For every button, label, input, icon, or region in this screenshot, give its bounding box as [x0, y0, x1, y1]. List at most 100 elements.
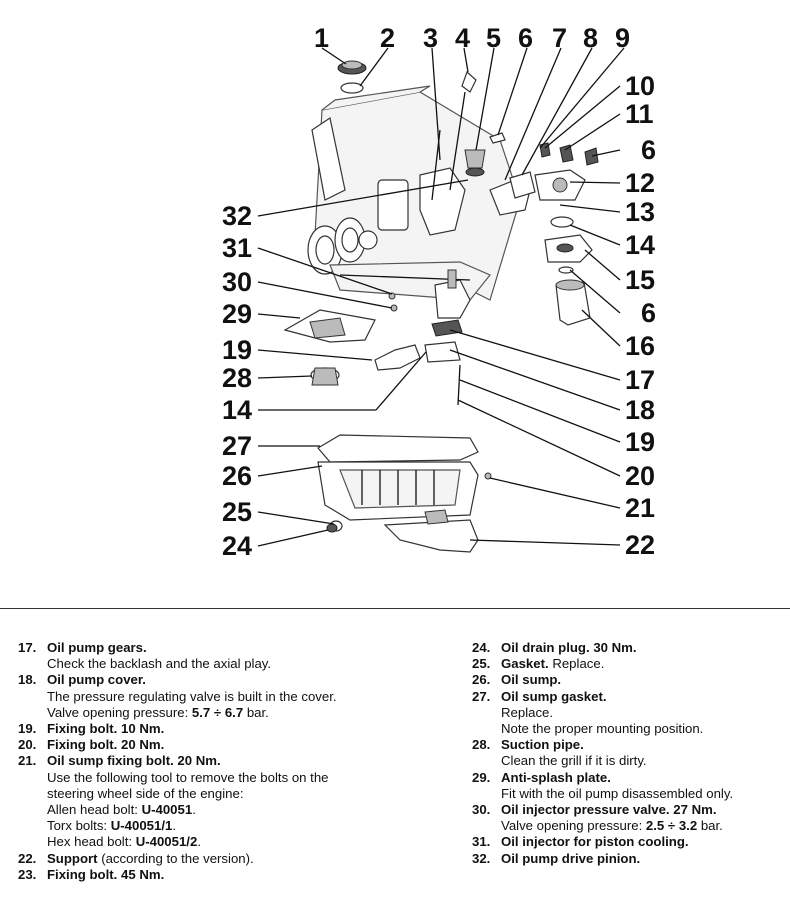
support-bracket: [383, 509, 479, 553]
callout-16: 16: [625, 331, 655, 361]
legend-note-text: Torx bolts:: [47, 818, 111, 834]
pump-bolt: [457, 364, 461, 406]
legend-item: 17.Oil pump gears.Check the backlash and…: [18, 640, 438, 672]
anti-splash-plate: [283, 309, 376, 343]
oil-cooler: [544, 234, 593, 263]
legend-item-number: 26.: [472, 672, 491, 688]
callout-13: 13: [625, 197, 655, 227]
legend-note-text: Valve opening pressure:: [47, 704, 192, 720]
callout-31: 31: [222, 233, 252, 263]
filter-bracket-bolt: [509, 171, 536, 199]
callout-9: 9: [615, 23, 630, 53]
oil-filter-head: [534, 142, 599, 201]
legend-item-number: 20.: [18, 737, 37, 753]
legend-item-note: Hex head bolt: U-40051/2.: [47, 834, 438, 850]
legend-item-number: 19.: [18, 721, 37, 737]
legend-item-heading: Fixing bolt. 20 Nm.: [47, 737, 438, 753]
legend-item-heading: Suction pipe.: [501, 737, 790, 753]
legend-item-number: 27.: [472, 688, 491, 704]
legend-note-value: 2.5 ÷ 3.2: [645, 818, 698, 834]
legend-item-suffix: Replace.: [548, 656, 605, 672]
exploded-view-diagram: 1 2 3 4 5 6 7 8 9 10 11 6 12 13 14 15 6 …: [222, 23, 656, 561]
legend-item-heading: Support (according to the version).: [47, 851, 438, 867]
legend-item-heading: Gasket. Replace.: [501, 656, 790, 672]
legend-item-body: Support (according to the version).: [47, 851, 438, 867]
callout-14-left: 14: [222, 395, 252, 425]
legend-item-body: Oil pump cover.The pressure regulating v…: [47, 672, 438, 721]
legend-item: 30. Oil injector pressure valve. 27 Nm.Va…: [472, 802, 790, 834]
oil-filler-cap: [337, 60, 367, 75]
callout-10: 10: [625, 71, 655, 101]
legend-note-after: .: [197, 834, 201, 850]
legend-note-value: U-40051/1: [110, 818, 173, 834]
engine-block: [307, 85, 531, 301]
leader-lines: [257, 47, 625, 547]
legend-item-number: 28.: [472, 737, 491, 753]
legend-item-title: Oil pump drive pinion.: [501, 850, 641, 866]
legend-item-body: Fixing bolt. 10 Nm.: [47, 721, 438, 737]
callout-24: 24: [222, 531, 252, 561]
legend-item-note: Check the backlash and the axial play.: [47, 656, 438, 672]
callout-6-top: 6: [518, 23, 533, 53]
legend-item-note: Fit with the oil pump disassembled only.: [501, 786, 790, 802]
legend-item-title: Oil drain plug. 30 Nm.: [501, 640, 637, 655]
legend-item-body: Oil drain plug. 30 Nm.: [501, 640, 790, 656]
legend-item-body: Oil injector pressure valve. 27 Nm.Valve…: [501, 802, 790, 834]
oil-pump-cover: [424, 341, 461, 363]
cooler-washer: [558, 266, 574, 274]
dipstick: [449, 70, 477, 191]
legend-note-after: bar.: [697, 818, 723, 834]
legend-item-body: Oil sump gasket.Replace.Note the proper …: [501, 689, 790, 738]
legend-item-heading: Oil injector pressure valve. 27 Nm.: [501, 802, 790, 818]
legend-item-number: 23.: [18, 866, 37, 882]
legend-item-suffix: (according to the version).: [97, 850, 254, 866]
legend-item: 25.Gasket. Replace.: [472, 656, 790, 672]
callout-15: 15: [625, 265, 655, 295]
legend-note-text: Valve opening pressure:: [501, 818, 646, 834]
legend-note-after: bar.: [243, 704, 269, 720]
legend-item-body: Oil sump.: [501, 672, 790, 688]
callouts-top: 1 2 3 4 5 6 7 8 9: [314, 23, 630, 53]
legend-note-text: Check the backlash and the axial play.: [47, 656, 272, 672]
legend-item-heading: Oil drain plug. 30 Nm.: [501, 640, 790, 656]
legend-item-heading: Oil sump.: [501, 672, 790, 688]
legend-item-number: 18.: [18, 672, 37, 688]
callout-18: 18: [625, 395, 655, 425]
legend-item: 21.Oil sump fixing bolt. 20 Nm.Use the f…: [18, 753, 438, 850]
callouts-left: 32 31 30 29 19 28 14 27 26 25 24: [222, 201, 252, 561]
legend-item: 31. Oil injector for piston cooling.: [472, 834, 790, 850]
legend-item-title: Oil sump gasket.: [501, 688, 607, 704]
callout-26: 26: [222, 461, 252, 491]
legend-item-note: Note the proper mounting position.: [501, 721, 790, 737]
legend-item-note: steering wheel side of the engine:: [47, 786, 438, 802]
legend-item-number: 17.: [18, 640, 37, 655]
legend-note-after: .: [192, 802, 196, 818]
legend-note-after: .: [172, 818, 177, 834]
legend-panel: [0, 608, 790, 908]
legend-note-text: The pressure regulating valve is built i…: [47, 688, 337, 704]
legend-item: 20. Fixing bolt. 20 Nm.: [18, 737, 438, 753]
legend-note-text: Allen head bolt:: [47, 802, 142, 818]
legend-item-note: Allen head bolt: U-40051.: [47, 802, 438, 818]
legend-note-value: U-40051/2: [135, 834, 198, 850]
callout-12: 12: [625, 168, 655, 198]
legend-item-number: 30.: [472, 802, 491, 818]
oil-pressure-switch: [464, 149, 486, 177]
legend-item-heading: Oil sump gasket.: [501, 689, 790, 705]
legend-item-body: Oil pump drive pinion.: [501, 851, 790, 867]
legend-note-value: 5.7 ÷ 6.7: [191, 704, 244, 720]
legend-item: 19. Fixing bolt. 10 Nm.: [18, 721, 438, 737]
legend-item-number: 31.: [472, 834, 491, 850]
oil-pump: [431, 269, 471, 337]
callout-6-right-b: 6: [641, 298, 656, 328]
callout-22: 22: [625, 530, 655, 560]
callout-8: 8: [583, 23, 598, 53]
callout-4: 4: [455, 23, 470, 53]
legend-item-title: Oil injector for piston cooling.: [501, 834, 689, 850]
legend-item-title: Fixing bolt. 45 Nm.: [47, 866, 165, 882]
filler-cap-gasket: [340, 82, 364, 94]
callout-32: 32: [222, 201, 252, 231]
legend-item-title: Oil injector pressure valve. 27 Nm.: [501, 802, 717, 818]
legend-note-text: steering wheel side of the engine:: [47, 785, 244, 801]
legend-item-note: Valve opening pressure: 2.5 ÷ 3.2 bar.: [501, 818, 790, 834]
